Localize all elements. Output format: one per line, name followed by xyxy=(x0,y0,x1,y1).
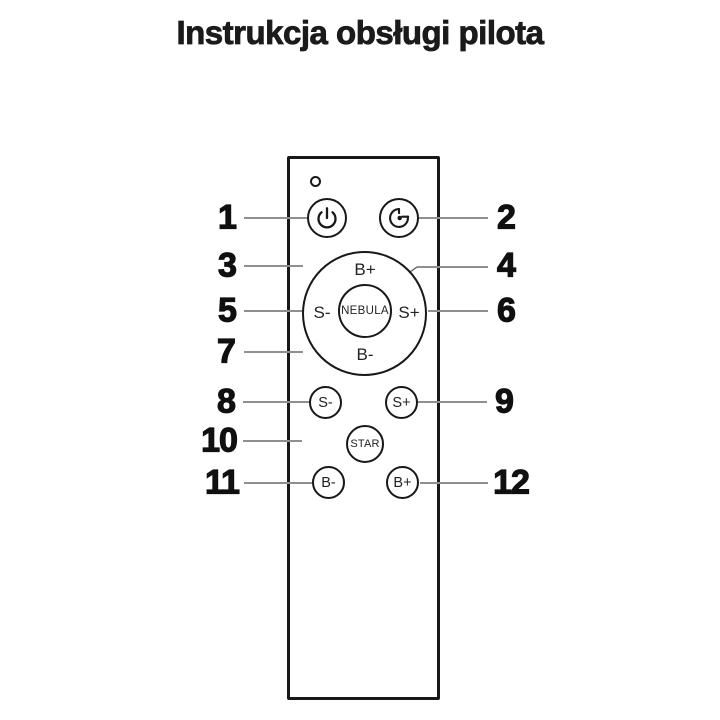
callout-number-7: 7 xyxy=(216,332,236,371)
dpad-up-label: B+ xyxy=(354,260,376,279)
power-icon xyxy=(310,201,344,235)
callout-number-4: 4 xyxy=(496,246,516,285)
nebula-button-label: NEBULA xyxy=(341,305,389,317)
s-plus-label: S+ xyxy=(392,394,411,411)
dpad-left-label: S- xyxy=(313,303,331,322)
star-button-label: STAR xyxy=(350,438,380,450)
callout-number-2: 2 xyxy=(496,198,516,237)
power-button xyxy=(307,198,347,238)
page-title: Instrukcja obsługi pilota xyxy=(176,14,544,52)
timer-button xyxy=(379,198,419,238)
b-plus-button: B+ xyxy=(386,466,419,499)
timer-icon xyxy=(382,201,416,235)
b-minus-button: B- xyxy=(312,466,345,499)
callout-number-11: 11 xyxy=(204,463,240,502)
nebula-button: NEBULA xyxy=(338,284,392,338)
led-indicator-icon xyxy=(310,176,321,187)
callout-number-6: 6 xyxy=(496,291,516,330)
b-minus-label: B- xyxy=(321,474,336,491)
dpad-right-label: S+ xyxy=(398,303,420,322)
star-button: STAR xyxy=(346,425,384,463)
callout-number-9: 9 xyxy=(494,382,514,421)
s-plus-button: S+ xyxy=(385,386,418,419)
s-minus-button: S- xyxy=(309,386,342,419)
s-minus-label: S- xyxy=(318,394,333,411)
callout-number-1: 1 xyxy=(217,198,237,237)
callout-number-12: 12 xyxy=(492,463,530,502)
callout-number-8: 8 xyxy=(216,382,236,421)
callout-number-10: 10 xyxy=(200,421,238,460)
b-plus-label: B+ xyxy=(393,474,412,491)
callout-number-5: 5 xyxy=(217,291,237,330)
dpad-down-label: B- xyxy=(356,345,374,364)
callout-number-3: 3 xyxy=(217,246,237,285)
